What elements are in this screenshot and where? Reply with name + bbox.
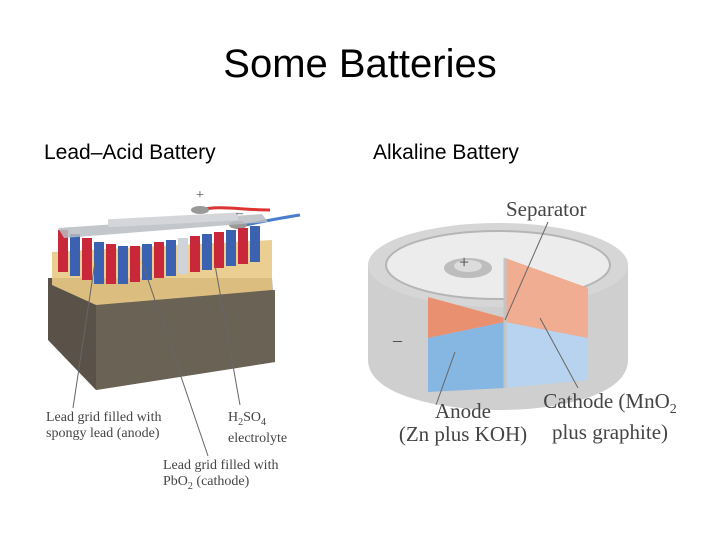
label-pbo2-cathode: Lead grid filled with PbO2 (cathode) — [163, 458, 278, 495]
plate — [118, 246, 128, 284]
formula-part: (cathode) — [192, 474, 250, 489]
label-line: Lead grid filled with — [163, 458, 279, 473]
formula-part: SO — [243, 410, 262, 425]
label-separator: Separator — [506, 197, 587, 221]
formula-subscript: 4 — [261, 416, 267, 428]
plate — [178, 238, 188, 274]
formula-part: PbO — [163, 474, 188, 489]
plate — [154, 242, 164, 278]
lead-acid-heading: Lead–Acid Battery — [44, 141, 216, 164]
plate — [202, 234, 212, 270]
lead-plus-sign: + — [196, 188, 204, 203]
electrolyte-formula: H2SO4 — [228, 410, 287, 431]
formula-subscript: 2 — [238, 416, 244, 428]
label-anode: Anode (Zn plus KOH) — [388, 400, 538, 446]
formula-part: Cathode (MnO — [543, 389, 670, 413]
plate — [250, 226, 260, 262]
plate — [106, 244, 116, 284]
label-line: Cathode (MnO2 — [530, 390, 690, 421]
lead-minus-sign: – — [236, 206, 243, 221]
plate — [94, 242, 104, 284]
plate — [238, 228, 248, 264]
plate — [130, 246, 140, 282]
positive-terminal — [191, 206, 209, 214]
label-line: (Zn plus KOH) — [398, 422, 528, 446]
label-spongy-lead-anode: Lead grid filled with spongy lead (anode… — [46, 410, 161, 442]
plate — [190, 236, 200, 272]
label-line: PbO2 (cathode) — [163, 474, 278, 495]
formula-subscript: 2 — [669, 402, 677, 418]
plate — [142, 244, 152, 280]
alkaline-heading: Alkaline Battery — [373, 141, 519, 164]
label-cathode: Cathode (MnO2 plus graphite) — [530, 390, 690, 444]
label-line: electrolyte — [228, 430, 288, 446]
plate — [82, 238, 92, 280]
plate-stack — [58, 226, 260, 284]
formula-subscript: 2 — [187, 480, 193, 492]
alkaline-minus-sign: – — [393, 330, 402, 350]
plate — [70, 234, 80, 276]
label-line: Lead grid filled with — [46, 410, 162, 425]
plate — [166, 240, 176, 276]
label-line: plus graphite) — [551, 420, 669, 445]
formula-part: H — [228, 410, 239, 425]
plate — [226, 230, 236, 266]
plate — [214, 232, 224, 268]
alkaline-plus-sign: + — [459, 252, 470, 272]
label-line: Anode — [435, 399, 491, 423]
slide-title: Some Batteries — [223, 42, 497, 86]
plate — [58, 230, 68, 272]
label-line: spongy lead (anode) — [46, 426, 160, 441]
label-electrolyte: H2SO4 electrolyte — [228, 410, 287, 447]
